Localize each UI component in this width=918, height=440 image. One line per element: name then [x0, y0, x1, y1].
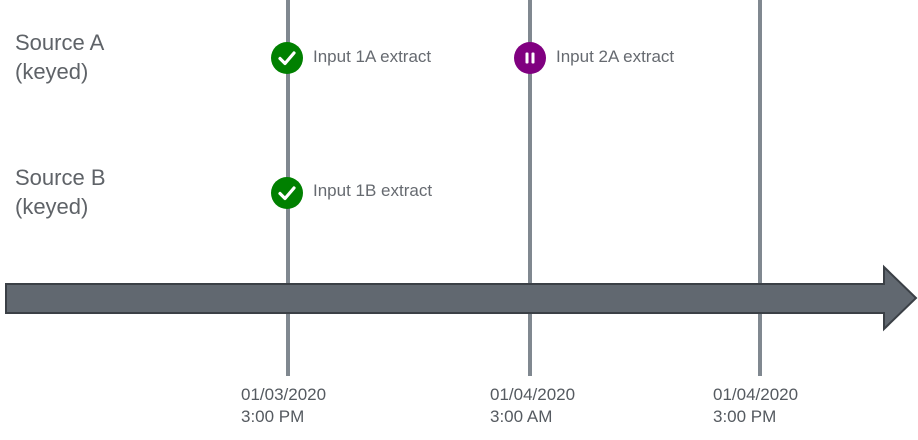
checkmark-glyph — [278, 51, 296, 66]
timeline-arrow-shape — [5, 264, 918, 332]
source-qualifier: (keyed) — [15, 59, 89, 84]
timepoint-gridline — [528, 0, 532, 376]
event-label-input-1a: Input 1A extract — [313, 47, 432, 66]
timepoint-date: 01/03/2020 — [241, 385, 327, 404]
check-circle-icon[interactable] — [271, 177, 303, 209]
timepoint-label-2: 01/04/2020 3:00 AM — [490, 384, 575, 428]
timepoint-label-3: 01/04/2020 3:00 PM — [713, 384, 798, 428]
timepoint-date: 01/04/2020 — [490, 385, 576, 404]
timepoint-time: 3:00 AM — [490, 407, 553, 426]
source-qualifier: (keyed) — [15, 194, 89, 219]
event-label-input-1b: Input 1B extract — [313, 181, 433, 200]
timepoint-date: 01/04/2020 — [713, 385, 799, 404]
source-label-a: Source A (keyed) — [15, 28, 104, 86]
timepoint-time: 3:00 PM — [713, 407, 777, 426]
timepoint-time: 3:00 PM — [241, 407, 305, 426]
timepoint-label-1: 01/03/2020 3:00 PM — [241, 384, 326, 428]
checkmark-glyph — [278, 186, 296, 201]
source-name: Source B — [15, 165, 106, 190]
event-label-input-2a: Input 2A extract — [556, 47, 675, 66]
pause-glyph — [525, 52, 535, 64]
timepoint-gridline — [758, 0, 762, 376]
check-circle-icon[interactable] — [271, 42, 303, 74]
timeline-arrow — [5, 264, 918, 332]
source-name: Source A — [15, 30, 105, 55]
pause-circle-icon[interactable] — [514, 42, 546, 74]
source-label-b: Source B (keyed) — [15, 163, 106, 221]
